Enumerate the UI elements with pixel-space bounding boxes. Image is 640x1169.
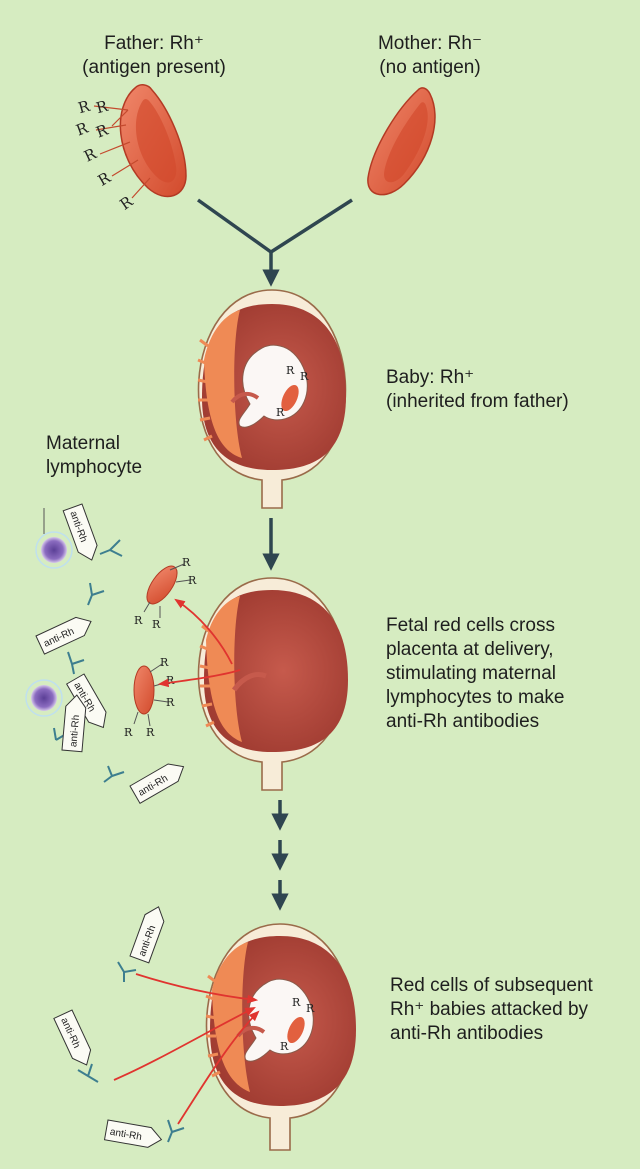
svg-text:R: R (188, 574, 197, 587)
fetal-red-cell (141, 561, 190, 618)
svg-text:R: R (166, 696, 175, 709)
father-label-line2: (antigen present) (54, 56, 254, 80)
lymphocyte-label-line2: lymphocyte (46, 456, 142, 480)
crossing-line2: placenta at delivery, (386, 638, 564, 662)
crossing-line3: stimulating maternal (386, 662, 564, 686)
crossing-description: Fetal red cells cross placenta at delive… (386, 614, 564, 734)
svg-text:R: R (95, 168, 114, 190)
baby-label-line2: (inherited from father) (386, 390, 569, 414)
baby-label: Baby: Rh⁺ (inherited from father) (386, 366, 569, 414)
antibody-tag (36, 504, 188, 1149)
father-label: Father: Rh⁺ (antigen present) (54, 32, 254, 80)
svg-text:R: R (134, 614, 143, 627)
svg-text:R: R (286, 364, 295, 377)
svg-text:R: R (146, 726, 155, 739)
uterus-at-delivery (199, 578, 348, 790)
subsequent-line2: Rh⁺ babies attacked by (390, 998, 593, 1022)
svg-text:R: R (160, 656, 169, 669)
uterus-subsequent-pregnancy: R R R (206, 924, 356, 1150)
maternal-lymphocyte (26, 680, 62, 716)
inheritance-connector (198, 200, 352, 278)
father-label-line1: Father: Rh⁺ (54, 32, 254, 56)
subsequent-line3: anti-Rh antibodies (390, 1022, 593, 1046)
father-red-cell (120, 85, 186, 197)
svg-text:R: R (94, 120, 111, 141)
svg-text:R: R (76, 97, 92, 117)
crossing-line4: lymphocytes to make (386, 686, 564, 710)
svg-text:R: R (280, 1040, 289, 1053)
svg-text:R: R (124, 726, 133, 739)
svg-text:R: R (94, 97, 110, 117)
mother-label: Mother: Rh⁻ (no antigen) (340, 32, 520, 80)
mother-label-line1: Mother: Rh⁻ (340, 32, 520, 56)
svg-text:R: R (166, 674, 175, 687)
baby-label-line1: Baby: Rh⁺ (386, 366, 569, 390)
lymphocyte-label: Maternal lymphocyte (46, 432, 142, 480)
svg-text:R: R (116, 192, 136, 214)
svg-text:R: R (182, 556, 191, 569)
svg-text:R: R (292, 996, 301, 1009)
lymphocyte-label-line1: Maternal (46, 432, 142, 456)
crossing-line5: anti-Rh antibodies (386, 710, 564, 734)
mother-red-cell (368, 88, 435, 195)
mother-label-line2: (no antigen) (340, 56, 520, 80)
crossing-line1: Fetal red cells cross (386, 614, 564, 638)
svg-text:R: R (276, 406, 285, 419)
subsequent-line1: Red cells of subsequent (390, 974, 593, 998)
svg-text:R: R (152, 618, 161, 631)
svg-text:R: R (74, 118, 91, 139)
svg-text:R: R (81, 144, 99, 165)
svg-text:R: R (300, 370, 309, 383)
subsequent-description: Red cells of subsequent Rh⁺ babies attac… (390, 974, 593, 1046)
uterus-first-pregnancy: R R R (198, 290, 346, 508)
fetal-red-cell (134, 664, 168, 726)
svg-text:R: R (306, 1002, 315, 1015)
